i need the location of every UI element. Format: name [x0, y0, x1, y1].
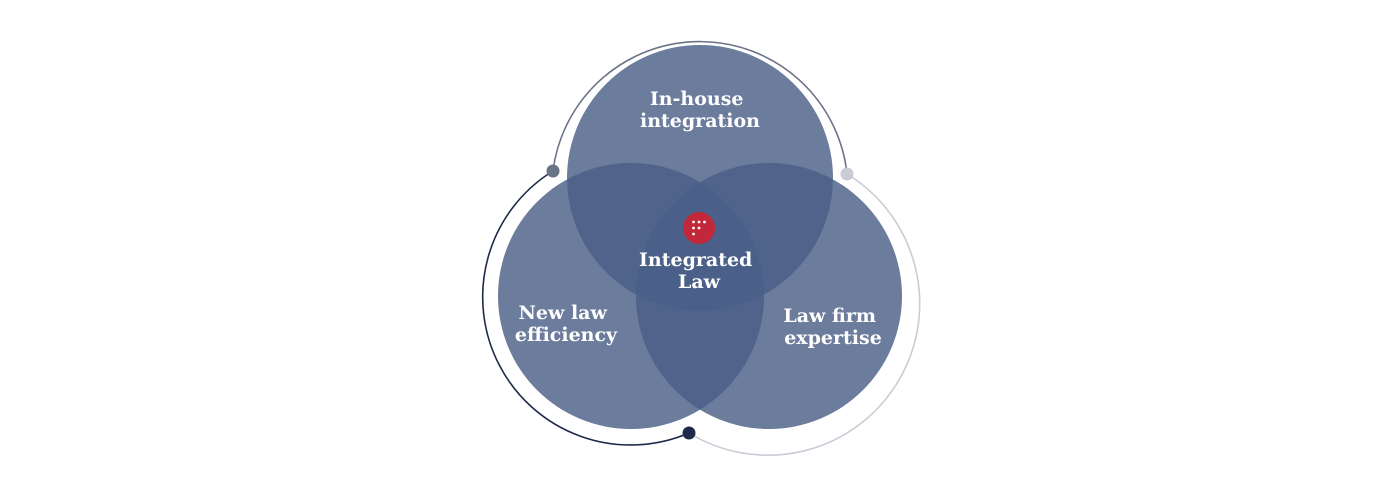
circle-law-firm-expertise	[636, 163, 902, 429]
arc-dot-bottom	[682, 426, 696, 440]
label-line: New law	[519, 302, 608, 324]
label-in-house-integration: In-house integration	[640, 88, 760, 132]
label-line: In-house	[650, 88, 744, 110]
label-line: Law firm	[783, 305, 876, 327]
label-line: integration	[640, 110, 760, 132]
outer-arc-left	[481, 170, 690, 446]
label-line: efficiency	[515, 324, 618, 346]
arc-dot-top-left	[546, 164, 560, 178]
label-line: expertise	[784, 327, 882, 349]
label-law-firm-expertise: Law firm expertise	[783, 305, 882, 349]
arc-dot-top-right	[840, 167, 854, 181]
label-integrated-law: Integrated Law	[639, 249, 759, 293]
outer-arc-top	[552, 40, 848, 175]
label-line: Integrated	[639, 249, 752, 271]
label-line: Law	[678, 271, 721, 293]
brand-dot-grid-logo-icon	[683, 212, 715, 244]
label-new-law-efficiency: New law efficiency	[515, 302, 618, 346]
outer-arc-right	[688, 173, 921, 456]
